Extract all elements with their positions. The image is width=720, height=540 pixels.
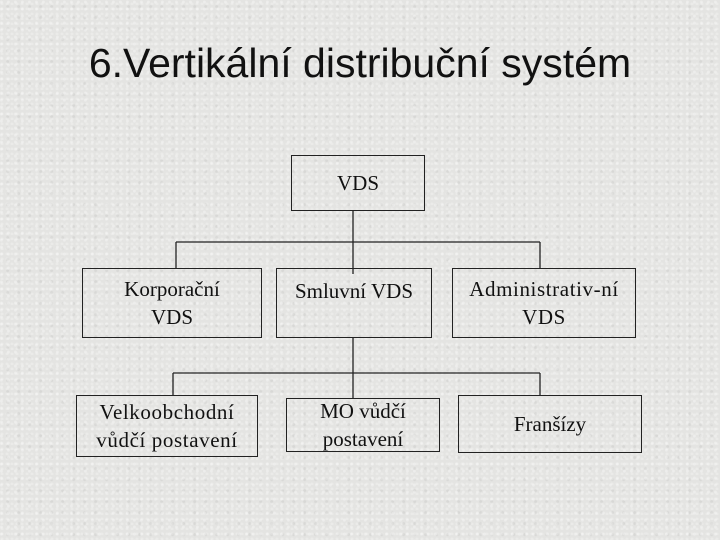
node-smluvni-vds: Smluvní VDS <box>276 268 432 338</box>
node-korporacni-vds: Korporační VDS <box>82 268 262 338</box>
node-mo-vudci: MO vůdčí postavení <box>286 398 440 452</box>
node-fransizy: Franšízy <box>458 395 642 453</box>
node-vds-root: VDS <box>291 155 425 211</box>
node-velkoobchodni: Velkoobchodní vůdčí postavení <box>76 395 258 457</box>
node-administrativni-vds: Administrativ-ní VDS <box>452 268 636 338</box>
slide-title: 6.Vertikální distribuční systém <box>88 40 632 86</box>
